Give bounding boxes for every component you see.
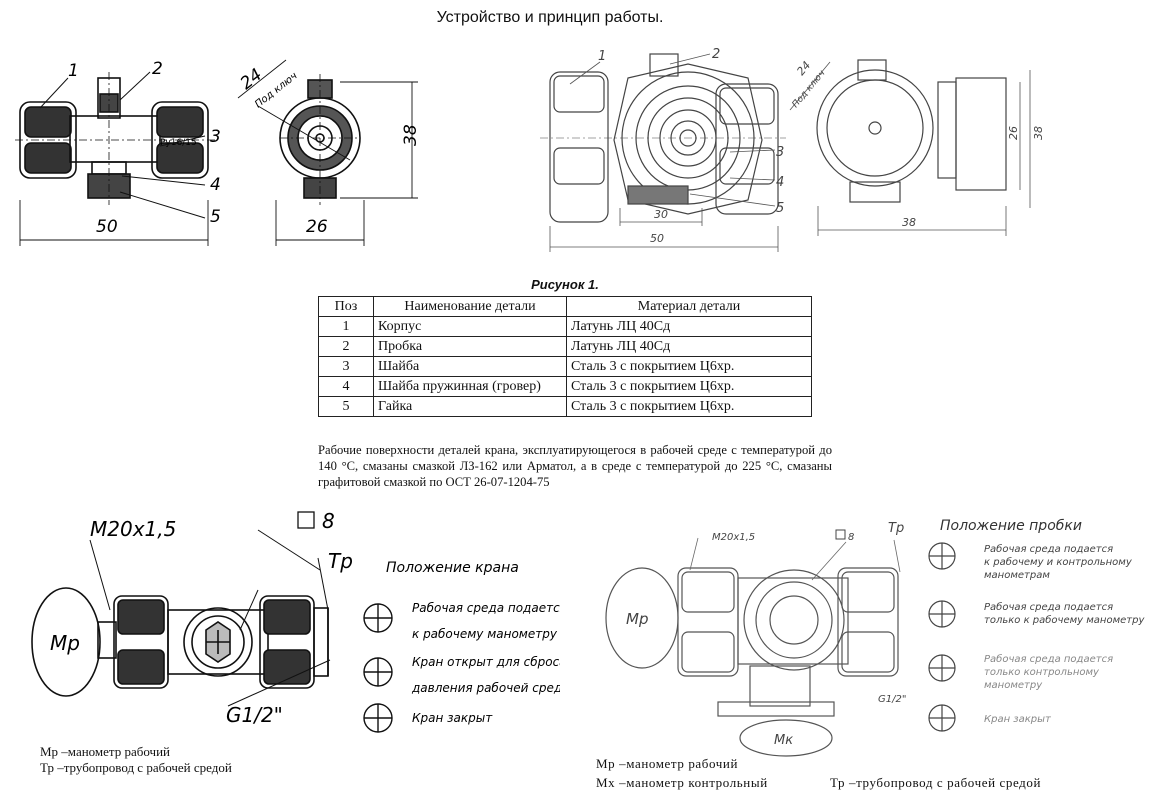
- cell-name: Шайба пружинная (гровер): [373, 376, 567, 397]
- table-row: 5 Гайка Сталь 3 с покрытием Ц6хр.: [318, 396, 812, 417]
- dim-height: 38: [401, 124, 421, 146]
- callout-1: 1: [68, 61, 79, 81]
- r-pos-2-line-1: Рабочая среда подается: [984, 601, 1113, 613]
- r-pos-2-line-2: только к рабочему манометру: [984, 614, 1145, 626]
- position-1-line-1: Рабочая среда подается: [412, 601, 560, 615]
- right-legend-3: Тр –трубопровод с рабочей средой: [830, 775, 1042, 790]
- r-control-gauge-label: Мк: [774, 733, 793, 748]
- r-pipe-thread-label: G1/2": [878, 694, 906, 705]
- r-pipe-label: Тр: [888, 521, 904, 536]
- r-dim-inner: 30: [654, 208, 668, 221]
- r-pos-1-line-3: манометрам: [984, 570, 1050, 581]
- r-dim-height: 38: [1032, 126, 1045, 140]
- r-pos-4-line-1: Кран закрыт: [984, 714, 1052, 725]
- cell-name: Пробка: [373, 336, 567, 357]
- r-pos-3-line-1: Рабочая среда подается: [984, 653, 1113, 665]
- callout-3: 3: [210, 127, 221, 147]
- right-scheme: M20x1,5 8 Тр Мр Мк G1/2" Положение пробк…: [605, 518, 1145, 757]
- col-name: Наименование детали: [373, 296, 567, 317]
- gauge-label: Мр: [50, 631, 80, 655]
- lubrication-note: Рабочие поверхности деталей крана, экспл…: [318, 443, 832, 490]
- r-position-icon-2: [928, 600, 956, 628]
- left-scheme: M20x1,5 8 Тр Мр G1/2" Положение крана Ра…: [31, 510, 560, 733]
- dim-key: 24: [237, 65, 266, 94]
- cell-material: Латунь ЛЦ 40Сд: [566, 316, 812, 337]
- positions-title: Положение крана: [386, 560, 519, 576]
- cell-pos: 3: [318, 356, 374, 377]
- r-pos-1-line-2: к рабочему и контрольному: [984, 556, 1133, 568]
- valve-drawing-left: Ру16/15 1 2 3 4 5 50 26 3: [15, 59, 421, 246]
- cell-material: Сталь 3 с покрытием Ц6хр.: [566, 376, 812, 397]
- dim-side: 26: [306, 217, 328, 237]
- page-title: Устройство и принцип работы.: [436, 9, 664, 26]
- r-dim-key: 24: [794, 59, 813, 78]
- right-legend-2: Мх –манометр контрольный: [596, 775, 768, 790]
- r-dim-side: 38: [902, 216, 916, 229]
- r-pos-3-line-2: только контрольному: [984, 667, 1100, 678]
- table-row: 3 Шайба Сталь 3 с покрытием Ц6хр.: [318, 356, 812, 377]
- r-dim-height-inner: 26: [1007, 126, 1020, 140]
- cell-pos: 1: [318, 316, 374, 337]
- r-pos-3-line-3: манометру: [984, 680, 1043, 691]
- cell-name: Гайка: [373, 396, 567, 417]
- cell-material: Сталь 3 с покрытием Ц6хр.: [566, 396, 812, 417]
- position-icon-3: [363, 703, 393, 733]
- r-dim-width: 50: [650, 232, 664, 245]
- thread-label: M20x1,5: [90, 517, 176, 541]
- dim-width: 50: [96, 217, 118, 237]
- position-icon-1: [363, 603, 393, 633]
- position-2-line-1: Кран открыт для сброса: [412, 655, 560, 669]
- position-2-line-2: давления рабочей среды: [411, 681, 560, 695]
- marking-label: Ру16/15: [160, 138, 197, 148]
- r-square-label: 8: [848, 532, 854, 543]
- cell-pos: 4: [318, 376, 374, 397]
- cell-material: Латунь ЛЦ 40Сд: [566, 336, 812, 357]
- callout-2: 2: [152, 59, 163, 79]
- r-callout-2: 2: [712, 47, 720, 62]
- table-row: 1 Корпус Латунь ЛЦ 40Сд: [318, 316, 812, 337]
- table-row: 4 Шайба пружинная (гровер) Сталь 3 с пок…: [318, 376, 812, 397]
- table-row: 2 Пробка Латунь ЛЦ 40Сд: [318, 336, 812, 357]
- cell-pos: 2: [318, 336, 374, 357]
- pipe-label: Тр: [328, 549, 353, 573]
- r-callout-4: 4: [776, 175, 784, 190]
- cell-material: Сталь 3 с покрытием Ц6хр.: [566, 356, 812, 377]
- callout-5: 5: [210, 207, 221, 227]
- r-gauge-label: Мр: [626, 610, 648, 628]
- cell-name: Корпус: [373, 316, 567, 337]
- valve-drawing-right: 1 2 3 4 5 30 50 38 26 38 24 Под ключ: [540, 47, 1045, 252]
- col-pos: Поз: [318, 296, 374, 317]
- position-icon-2: [363, 657, 393, 687]
- parts-table: Поз Наименование детали Материал детали …: [318, 296, 812, 417]
- r-callout-5: 5: [776, 201, 784, 216]
- figure-caption: Рисунок 1.: [531, 277, 599, 292]
- r-thread-label: M20x1,5: [712, 532, 755, 543]
- r-positions-title: Положение пробки: [940, 518, 1082, 534]
- position-1-line-2: к рабочему манометру: [412, 627, 558, 641]
- left-legend: Мр –манометр рабочий Тр –трубопровод с р…: [40, 744, 232, 776]
- right-legend-1: Мр –манометр рабочий: [596, 756, 739, 771]
- r-callout-1: 1: [598, 49, 606, 64]
- callout-4: 4: [210, 175, 221, 195]
- square-label: 8: [322, 510, 335, 533]
- position-3-line-1: Кран закрыт: [412, 711, 493, 725]
- col-material: Материал детали: [566, 296, 812, 317]
- r-position-icon-3: [928, 654, 956, 682]
- table-header-row: Поз Наименование детали Материал детали: [318, 296, 812, 317]
- legend-pipe: Тр –трубопровод с рабочей средой: [40, 760, 232, 775]
- cell-pos: 5: [318, 396, 374, 417]
- r-position-icon-1: [928, 542, 956, 570]
- r-position-icon-4: [928, 704, 956, 732]
- legend-gauge: Мр –манометр рабочий: [40, 744, 171, 759]
- pipe-thread-label: G1/2": [226, 703, 283, 727]
- r-pos-1-line-1: Рабочая среда подается: [984, 543, 1113, 555]
- cell-name: Шайба: [373, 356, 567, 377]
- r-callout-3: 3: [776, 145, 784, 160]
